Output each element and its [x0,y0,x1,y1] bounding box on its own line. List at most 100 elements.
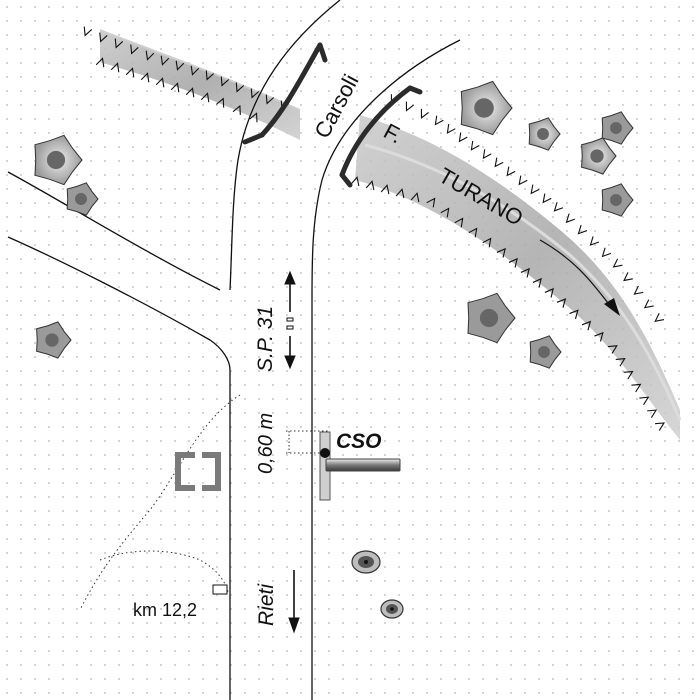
upper-stream-bank-ticks-lower [95,57,258,123]
bank-tick [350,176,360,187]
bank-tick [185,87,195,98]
bank-tick [145,50,155,61]
bank-tick [420,108,429,119]
tree-icon [581,137,617,175]
shrub-icon [529,335,562,369]
bank-tick [496,247,506,258]
bank-tick [577,224,588,235]
direction-arrow-icon [284,270,296,370]
bank-tick [520,267,530,278]
bank-tick [434,115,444,126]
bank-tick [589,236,600,246]
dotted-track-2 [99,550,229,593]
bank-tick [601,247,612,258]
bank-tick [454,217,464,228]
label-station: CSO [336,430,382,453]
bank-tick [125,67,135,78]
bank-tick [205,70,215,81]
bank-tick [655,422,666,431]
road-west-edge-upper [229,0,341,291]
shrub-icon [467,292,516,344]
shrub-icon [66,182,99,216]
bridges [242,42,423,188]
shrub-icon [601,183,634,217]
bank-tick [553,202,564,212]
label-carsoli: Carsoli [309,70,363,142]
bank-tick [565,213,576,224]
label-depth: 0,60 m [255,413,277,474]
bank-tick [594,331,604,342]
bank-tick [160,55,170,66]
bank-tick [643,299,654,309]
bank-tick [631,383,642,393]
bank-tick [542,193,552,204]
vegetation [34,80,634,369]
building-icon [175,452,221,491]
bank-tick [99,32,108,43]
bank-tick [170,82,180,93]
bank-tick [426,197,436,208]
bank-tick [83,26,93,37]
bank-tick [190,65,200,76]
bank-tick [556,298,567,308]
bank-tick [380,184,390,195]
bank-tick [615,358,626,367]
bank-tick [130,44,139,55]
bridge-upper-right [339,85,413,178]
river-bank-ticks-top [390,94,665,323]
bank-tick [633,285,644,295]
tree-icon [460,80,513,136]
bank-tick [365,180,375,191]
bank-tick [482,149,492,160]
tree-icon [528,117,561,151]
bank-tick [232,104,241,115]
bank-tick [220,76,230,87]
bank-tick [612,258,623,268]
bank-tick [458,132,468,143]
bank-tick [623,370,634,380]
bank-tick [508,257,518,268]
tree-icon [34,134,83,186]
bridge-upper-left [259,42,323,138]
bank-tick [395,188,405,199]
bank-tick [235,82,245,93]
bank-tick [494,157,504,168]
bank-tick [410,192,420,203]
bank-tick [215,97,225,108]
upper-stream [83,26,301,140]
bank-tick [95,57,105,68]
label-rieti: Rieti [255,583,278,626]
km-marker-icon [212,584,228,595]
label-km: km 12,2 [133,600,197,620]
river-bank-ticks-bottom [350,176,666,431]
bank-tick [581,320,592,331]
road-lines [7,0,461,700]
benchmark-icon [351,550,381,574]
rieti-arrow-icon [288,570,300,634]
bank-tick [155,77,165,88]
shrub-icon [601,111,634,145]
turano-river [350,94,682,440]
bank-tick [250,88,260,99]
bank-tick [446,124,456,134]
bank-tick [532,277,542,288]
bank-tick [607,345,618,354]
bank-tick [175,60,185,71]
bank-tick [623,272,633,282]
bank-tick [110,62,120,73]
bank-tick [440,207,450,218]
bank-tick [470,140,480,151]
bank-tick [249,112,258,123]
bank-tick [639,396,650,406]
bank-tick [200,92,210,103]
benchmark-icon-2 [380,599,404,619]
side-road-south-edge [7,236,231,371]
bank-tick [506,166,516,177]
bank-tick [114,38,124,49]
bank-tick [647,409,658,418]
side-road-north-edge [7,171,221,291]
bank-tick [405,101,414,112]
flow-arrow-head-icon [604,298,620,316]
bank-tick [544,287,554,298]
